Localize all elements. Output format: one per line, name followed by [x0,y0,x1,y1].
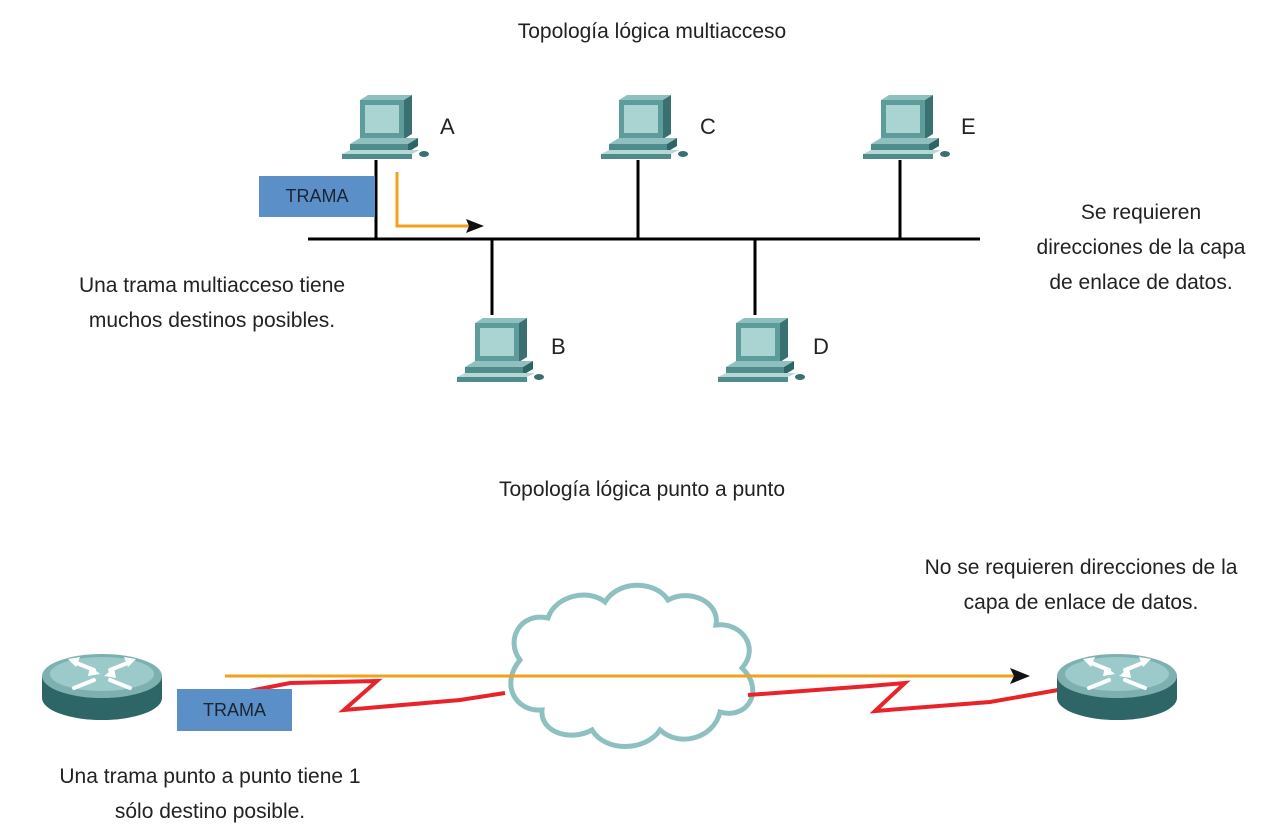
caption-line: capa de enlace de datos. [963,591,1199,614]
caption-line: Una trama multiacceso tiene [78,274,346,297]
point-to-point-left-caption: Una trama punto a punto tiene 1 sólo des… [59,759,360,829]
multiaccess-right-caption: Se requieren direcciones de la capa de e… [1037,195,1246,300]
pc-icon-a [342,95,429,159]
caption-line: muchos destinos posibles. [88,309,336,332]
multiaccess-left-caption: Una trama multiacceso tiene muchos desti… [79,268,345,338]
node-label-b: B [551,334,566,359]
caption-line: direcciones de la capa [1036,236,1246,259]
point-to-point-title: Topología lógica punto a punto [498,478,786,501]
caption-line: No se requieren direcciones de la [924,556,1238,579]
caption-line: Una trama punto a punto tiene 1 [59,765,361,788]
cloud-icon [508,582,756,749]
frame-path-line [395,172,472,228]
pc-icon-b [457,318,544,382]
arrow-icon [466,219,484,233]
caption-line: de enlace de datos. [1049,271,1233,294]
multiaccess-title: Topología lógica multiacceso [517,20,787,43]
node-label-c: C [700,114,716,139]
pc-icon-c [601,95,688,159]
router-icon-left [40,652,164,722]
router-icon-right [1055,652,1179,722]
arrow-icon [1010,668,1030,684]
serial-link-left [177,678,506,713]
point-to-point-right-caption: No se requieren direcciones de la capa d… [925,550,1238,620]
node-label-e: E [961,114,976,139]
pc-icon-d [718,318,805,382]
caption-line: sólo destino posible. [114,800,306,823]
node-label-d: D [813,334,829,359]
caption-line: Se requieren [1080,201,1202,224]
node-label-a: A [440,114,455,139]
frame-label-multiaccess: TRAMA [259,176,375,217]
frame-label-point-to-point: TRAMA [177,689,292,731]
pc-icon-e [863,95,950,159]
serial-link-right [747,680,1059,714]
